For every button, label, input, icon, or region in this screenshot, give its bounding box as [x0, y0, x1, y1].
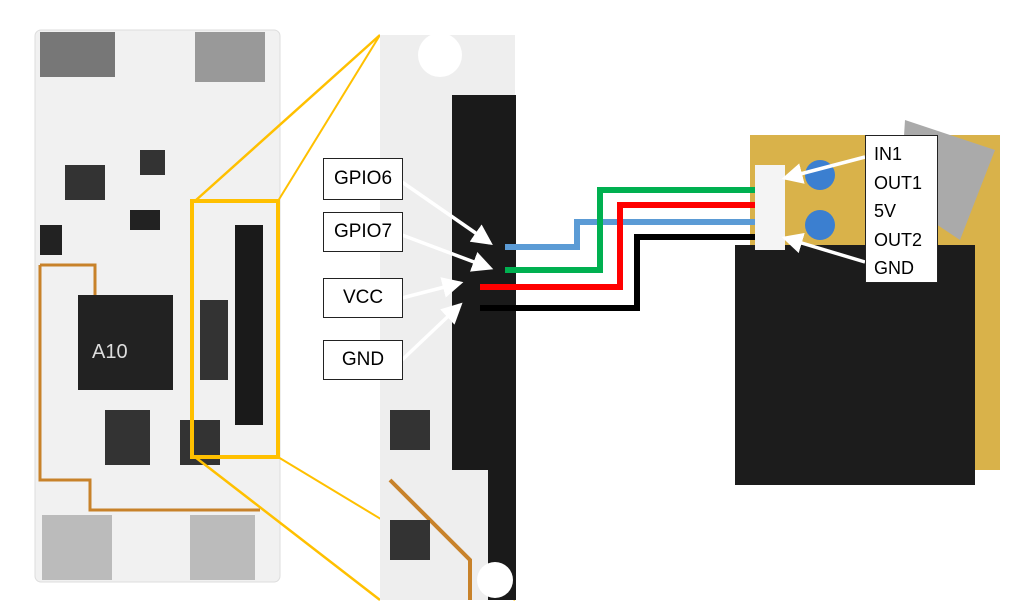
zoom-line-top-2	[277, 34, 381, 202]
label-vcc: VCC	[323, 278, 403, 318]
wire-gnd	[480, 234, 755, 311]
zoom-line-top	[194, 34, 381, 202]
pin-out1: OUT1	[874, 172, 923, 193]
pin-gnd: GND	[874, 258, 914, 278]
sensor-pin-labels: IN1 OUT1 5V OUT2 GND	[865, 135, 938, 283]
wire-gpio7	[505, 187, 755, 273]
pin-in1: IN1	[874, 144, 903, 164]
pin-out2: OUT2	[874, 229, 923, 250]
pointer-arrows	[400, 155, 866, 362]
highlight-box	[190, 199, 280, 459]
label-gpio7: GPIO7	[323, 212, 403, 252]
chip-label: A10	[92, 341, 128, 363]
board-photo: A10	[34, 29, 281, 583]
cpu-chip	[78, 295, 173, 390]
label-gpio6: GPIO6	[323, 158, 403, 200]
label-gnd: GND	[323, 340, 403, 380]
wire-gpio6	[505, 219, 755, 250]
pin-5v: 5V	[874, 201, 897, 221]
zoom-line-bottom	[194, 456, 381, 601]
wire-vcc	[480, 202, 755, 290]
